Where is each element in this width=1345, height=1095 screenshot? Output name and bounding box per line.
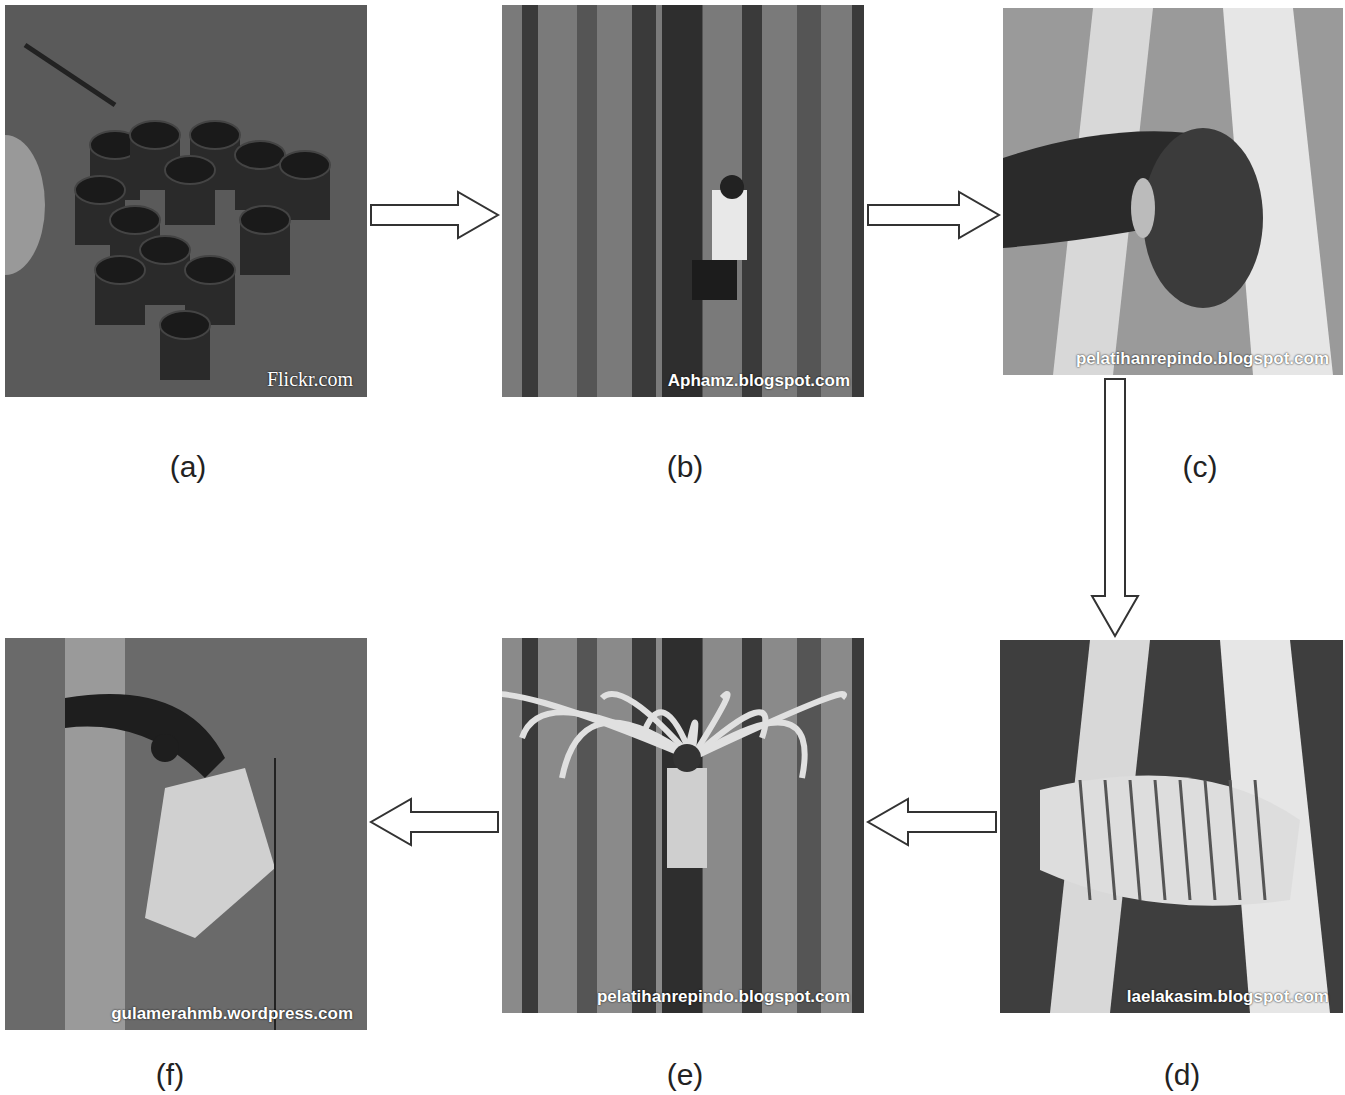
watermark: Aphamz.blogspot.com [668,371,850,391]
photo-illustration [1003,8,1343,375]
photo-panel: pelatihanrepindo.blogspot.com(c) [1003,8,1343,375]
watermark: pelatihanrepindo.blogspot.com [597,987,850,1007]
block-arrow [371,192,498,238]
panel-label: (f) [156,1058,184,1092]
photo-panel: Flickr.com(a) [5,5,367,397]
watermark: laelakasim.blogspot.com [1127,987,1329,1007]
block-arrow [371,799,498,845]
panel-label: (a) [170,450,207,484]
photo-panel: gulamerahmb.wordpress.com(f) [5,638,367,1030]
photo-illustration [1000,640,1343,1013]
block-arrow [1092,379,1138,636]
panel-label: (e) [667,1058,704,1092]
photo-illustration [5,638,367,1030]
photo-illustration [502,638,864,1013]
panel-label: (d) [1164,1058,1201,1092]
watermark: gulamerahmb.wordpress.com [111,1004,353,1024]
photo-panel: pelatihanrepindo.blogspot.com(e) [502,638,864,1013]
block-arrow [868,799,996,845]
photo-panel: laelakasim.blogspot.com(d) [1000,640,1343,1013]
photo-panel: Aphamz.blogspot.com(b) [502,5,864,397]
photo-illustration [502,5,864,397]
watermark: Flickr.com [267,368,353,391]
block-arrow [868,192,999,238]
photo-illustration [5,5,367,397]
panel-label: (c) [1183,450,1218,484]
panel-label: (b) [667,450,704,484]
watermark: pelatihanrepindo.blogspot.com [1076,349,1329,369]
